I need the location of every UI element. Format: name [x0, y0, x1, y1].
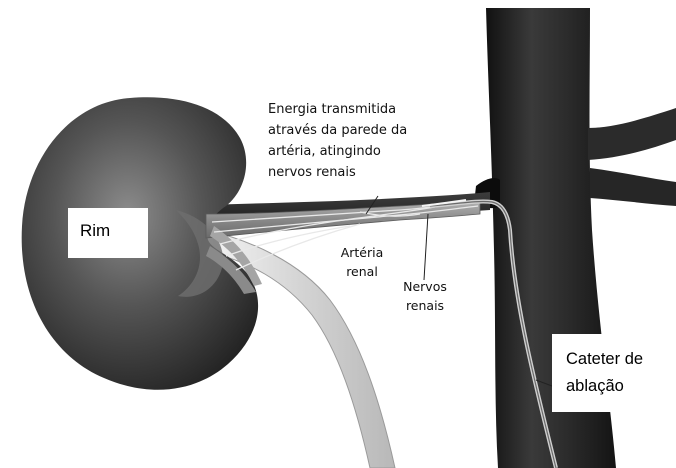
kidney-label: Rim [68, 208, 148, 258]
energy-annotation-line-4: nervos renais [268, 162, 468, 183]
renal-artery-label-line-1: Artéria [327, 243, 397, 262]
energy-annotation-line-2: através da parede da [268, 120, 468, 141]
kidney-label-text: Rim [80, 221, 110, 240]
renal-artery-label: Artéria renal [327, 243, 397, 281]
energy-annotation-line-3: artéria, atingindo [268, 141, 468, 162]
catheter-label: Cateter de ablação [552, 334, 676, 412]
energy-annotation-line-1: Energia transmitida [268, 99, 468, 120]
renal-nerves-label-line-1: Nervos [390, 277, 460, 296]
renal-nerves-label: Nervos renais [390, 277, 460, 315]
renal-artery-label-line-2: renal [327, 262, 397, 281]
catheter-label-line-2: ablação [566, 373, 676, 400]
catheter-label-line-1: Cateter de [566, 346, 676, 373]
renal-nerves-label-line-2: renais [390, 296, 460, 315]
energy-annotation: Energia transmitida através da parede da… [268, 99, 468, 183]
